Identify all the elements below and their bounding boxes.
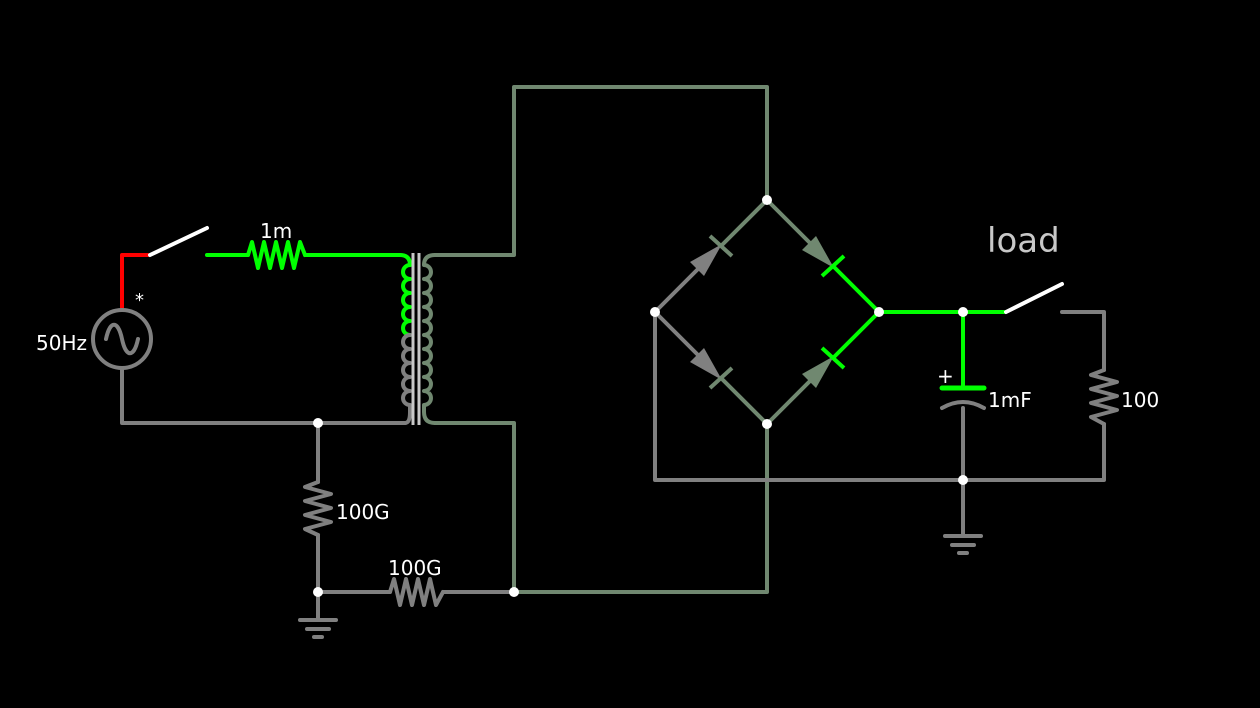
node: [509, 587, 519, 597]
node: [762, 419, 772, 429]
ac-sine-icon: [104, 322, 140, 356]
diode-lower-right-bar: [820, 346, 846, 370]
primary-resistor-zigzag: [246, 240, 307, 270]
load-title: load: [987, 221, 1060, 261]
node: [650, 307, 660, 317]
diode-upper-left-triangle: [690, 244, 722, 276]
output-wires: [653, 310, 1106, 537]
primary-wires: [120, 253, 407, 620]
ground-resistor-2[interactable]: 100G: [388, 556, 445, 607]
capacitor-plate-negative: [940, 400, 986, 410]
ground-resistor-2-zigzag: [388, 577, 445, 607]
ground-symbol-right: [943, 534, 983, 555]
bridge-rectifier[interactable]: [653, 198, 881, 426]
nodes: [313, 195, 968, 597]
node: [958, 307, 968, 317]
diode-lower-right-wire-b: [831, 310, 881, 360]
ac-source[interactable]: * 50Hz: [36, 290, 153, 370]
diode-upper-right-wire-b: [831, 264, 881, 314]
return-wire: [653, 310, 1106, 482]
diode-upper-left-bar: [708, 234, 734, 258]
ground-resistor-2-label: 100G: [388, 556, 442, 580]
ground-resistor-1[interactable]: 100G: [303, 480, 390, 537]
node: [762, 195, 772, 205]
ground-resistor-1-label: 100G: [336, 500, 390, 524]
node: [313, 587, 323, 597]
primary-resistor-label: 1m: [260, 219, 292, 243]
load-resistor-label: 100: [1121, 388, 1159, 412]
diode-upper-left-wire-b: [720, 198, 769, 247]
secondary-bottom-wire: [433, 421, 769, 594]
load-switch[interactable]: [1004, 282, 1064, 314]
load-resistor[interactable]: 100: [1089, 368, 1159, 426]
diode-upper-right-triangle: [802, 236, 834, 268]
capacitor-polarity: +: [937, 364, 954, 388]
source-frequency-label: 50Hz: [36, 331, 87, 355]
diode-upper-right-bar: [820, 254, 846, 278]
diode-upper-right-wire: [765, 198, 817, 250]
transformer-primary-coil-lower: [401, 333, 412, 425]
diode-lower-left-triangle: [690, 348, 722, 380]
transformer-secondary-coil: [422, 253, 437, 425]
ac-source-circle: [91, 308, 153, 370]
ground-branch-wire-2: [316, 533, 392, 594]
primary-switch[interactable]: [148, 226, 209, 257]
ground-symbol-left: [298, 618, 338, 639]
transformer[interactable]: [398, 253, 437, 425]
diode-lower-right-wire: [765, 374, 817, 426]
capacitor-label: 1mF: [988, 388, 1032, 412]
load-top-wire: [1060, 310, 1106, 372]
transformer-primary-coil: [401, 263, 412, 337]
primary-resistor[interactable]: 1m: [246, 219, 307, 270]
diode-upper-left-wire: [653, 261, 706, 314]
secondary-top-wire: [433, 85, 769, 257]
node: [958, 475, 968, 485]
load-resistor-zigzag: [1089, 368, 1119, 426]
diode-lower-left-wire: [653, 310, 706, 363]
capacitor[interactable]: + 1mF: [937, 364, 1032, 412]
diode-lower-left-wire-b: [720, 377, 769, 426]
secondary-wires: [433, 85, 769, 594]
node: [874, 307, 884, 317]
source-marker: *: [135, 290, 144, 311]
diode-lower-right-triangle: [802, 356, 834, 388]
source-top-wire: [120, 253, 150, 312]
diode-lower-left-bar: [708, 366, 734, 390]
source-bottom-wire: [120, 366, 407, 425]
ground-resistor-1-zigzag: [303, 480, 333, 537]
node: [313, 418, 323, 428]
